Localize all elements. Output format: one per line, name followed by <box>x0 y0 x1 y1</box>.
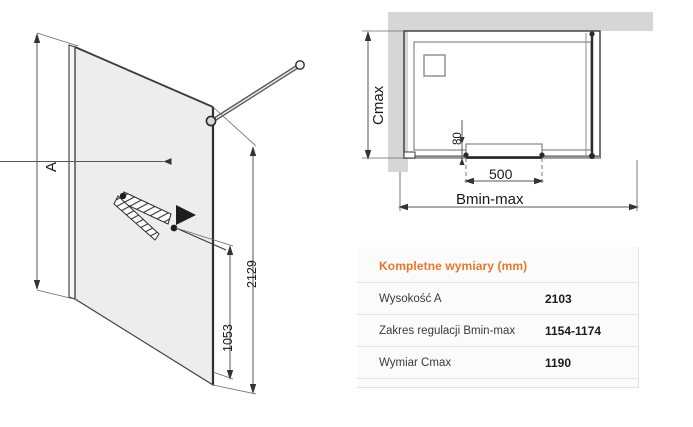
dimension-1053 <box>175 227 234 380</box>
drain-square <box>423 54 446 77</box>
label-dimension-1053: 1053 <box>221 324 235 352</box>
spec-label: Zakres regulacji Bmin-max <box>379 324 516 337</box>
spec-label: Wysokość A <box>379 292 442 305</box>
plan-view <box>362 12 653 211</box>
enclosure-outline <box>403 30 601 159</box>
panel-bottom-edge <box>74 298 214 386</box>
label-dimension-80: 80 <box>452 132 464 145</box>
elevation-view <box>0 32 305 395</box>
specs-table: Kompletne wymiary (mm) Wysokość A 2103 Z… <box>357 247 639 388</box>
label-dimension-500: 500 <box>489 166 513 182</box>
label-dimension-bminmax: Bmin-max <box>456 191 524 208</box>
wall-bracket <box>403 151 416 159</box>
table-row: Wymiar Cmax 1190 <box>357 346 638 378</box>
stabiliser-bar <box>205 60 305 127</box>
wall-top <box>388 12 653 31</box>
dimension-bminmax <box>398 160 639 211</box>
glass-edge-profile <box>68 44 76 300</box>
specs-table-footer <box>357 378 638 387</box>
specs-table-title: Kompletne wymiary (mm) <box>379 259 528 273</box>
table-row: Zakres regulacji Bmin-max 1154-1174 <box>357 314 638 346</box>
spec-value: 1154-1174 <box>545 323 602 338</box>
dimension-80 <box>459 120 465 165</box>
wall-left <box>388 12 408 172</box>
spec-value: 2103 <box>545 291 572 306</box>
dimension-500 <box>464 158 544 185</box>
spec-value: 1190 <box>545 355 572 370</box>
label-height-A: A <box>43 161 60 172</box>
label-dimension-cmax: Cmax <box>370 85 387 125</box>
dimension-cmax <box>362 30 404 160</box>
dimension-A <box>0 32 172 301</box>
panel-top-edge <box>74 46 214 108</box>
spec-label: Wymiar Cmax <box>379 356 452 369</box>
table-row: Wysokość A 2103 <box>357 282 638 314</box>
dimension-2129 <box>212 106 257 395</box>
panel-500-body <box>465 143 543 158</box>
tray-outline <box>413 41 592 151</box>
label-dimension-2129: 2129 <box>245 260 259 288</box>
glass-fixing-detail <box>113 191 227 251</box>
